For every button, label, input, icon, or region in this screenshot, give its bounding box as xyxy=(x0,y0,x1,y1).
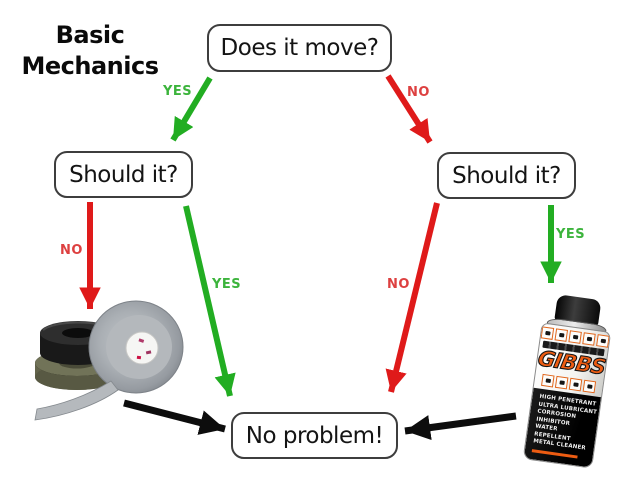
pictogram-icon xyxy=(582,379,597,394)
page-title-line1: Basic xyxy=(55,21,125,49)
can-feature-list: HIGH PENETRANT ULTRA LUBRICANT CORROSION… xyxy=(523,387,602,468)
spray-can: GIBBS HIGH PENETRANT ULTRA LUBRICANT COR… xyxy=(520,292,617,469)
edge-label-right-no: NO xyxy=(387,277,410,292)
spray-can-image: GIBBS HIGH PENETRANT ULTRA LUBRICANT COR… xyxy=(507,294,615,474)
pictogram-icon xyxy=(568,377,583,392)
node-does-it-move: Does it move? xyxy=(207,24,392,72)
pictogram-icon xyxy=(540,326,555,340)
node-should-it-right: Should it? xyxy=(437,152,576,199)
node-no-problem: No problem! xyxy=(231,412,398,459)
edge-label-right-yes: YES xyxy=(556,227,586,242)
pictogram-icon xyxy=(554,375,569,390)
spray-can-body: GIBBS HIGH PENETRANT ULTRA LUBRICANT COR… xyxy=(522,322,612,469)
pictogram-icon xyxy=(554,328,569,342)
edge-label-left-yes: YES xyxy=(212,277,242,292)
node-should-it-left: Should it? xyxy=(54,151,193,198)
page-title: Basic Mechanics xyxy=(15,20,165,82)
tape-strip xyxy=(34,380,119,421)
arrow-tape-to-noproblem xyxy=(123,399,226,435)
pictogram-icon xyxy=(541,373,555,388)
arrow-left-yes xyxy=(183,205,236,397)
pictogram-icon xyxy=(596,334,610,348)
silver-tape-roll xyxy=(34,300,184,421)
pictogram-icon xyxy=(568,330,582,344)
arrow-can-to-noproblem xyxy=(404,412,517,441)
arrow-right-no xyxy=(385,202,440,393)
edge-label-left-no: NO xyxy=(60,243,83,258)
pictogram-icon xyxy=(582,332,596,346)
duct-tape-image xyxy=(34,300,184,421)
page-title-line2: Mechanics xyxy=(21,52,160,80)
arrow-top-no xyxy=(385,74,433,144)
edge-label-top-yes: YES xyxy=(163,84,193,99)
edge-label-top-no: NO xyxy=(407,85,430,100)
arrow-top-yes xyxy=(170,76,213,142)
